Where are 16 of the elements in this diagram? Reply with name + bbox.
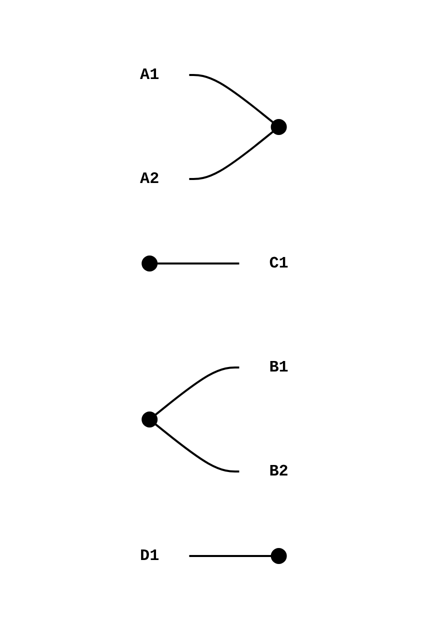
connector xyxy=(190,74,274,124)
connector xyxy=(157,262,240,264)
node-text: A1 xyxy=(140,66,160,84)
node-circle xyxy=(142,256,158,272)
connector xyxy=(155,423,240,472)
node-text: A2 xyxy=(140,170,160,188)
node-text: B1 xyxy=(270,358,289,376)
node-text: B2 xyxy=(270,462,289,480)
node-circle xyxy=(271,548,288,564)
node-circle xyxy=(142,412,158,428)
connector xyxy=(190,130,274,180)
node-text: C1 xyxy=(270,254,289,272)
connector xyxy=(190,555,272,557)
node-text: D1 xyxy=(140,547,160,565)
connector xyxy=(155,366,240,416)
node-circle xyxy=(271,119,288,135)
